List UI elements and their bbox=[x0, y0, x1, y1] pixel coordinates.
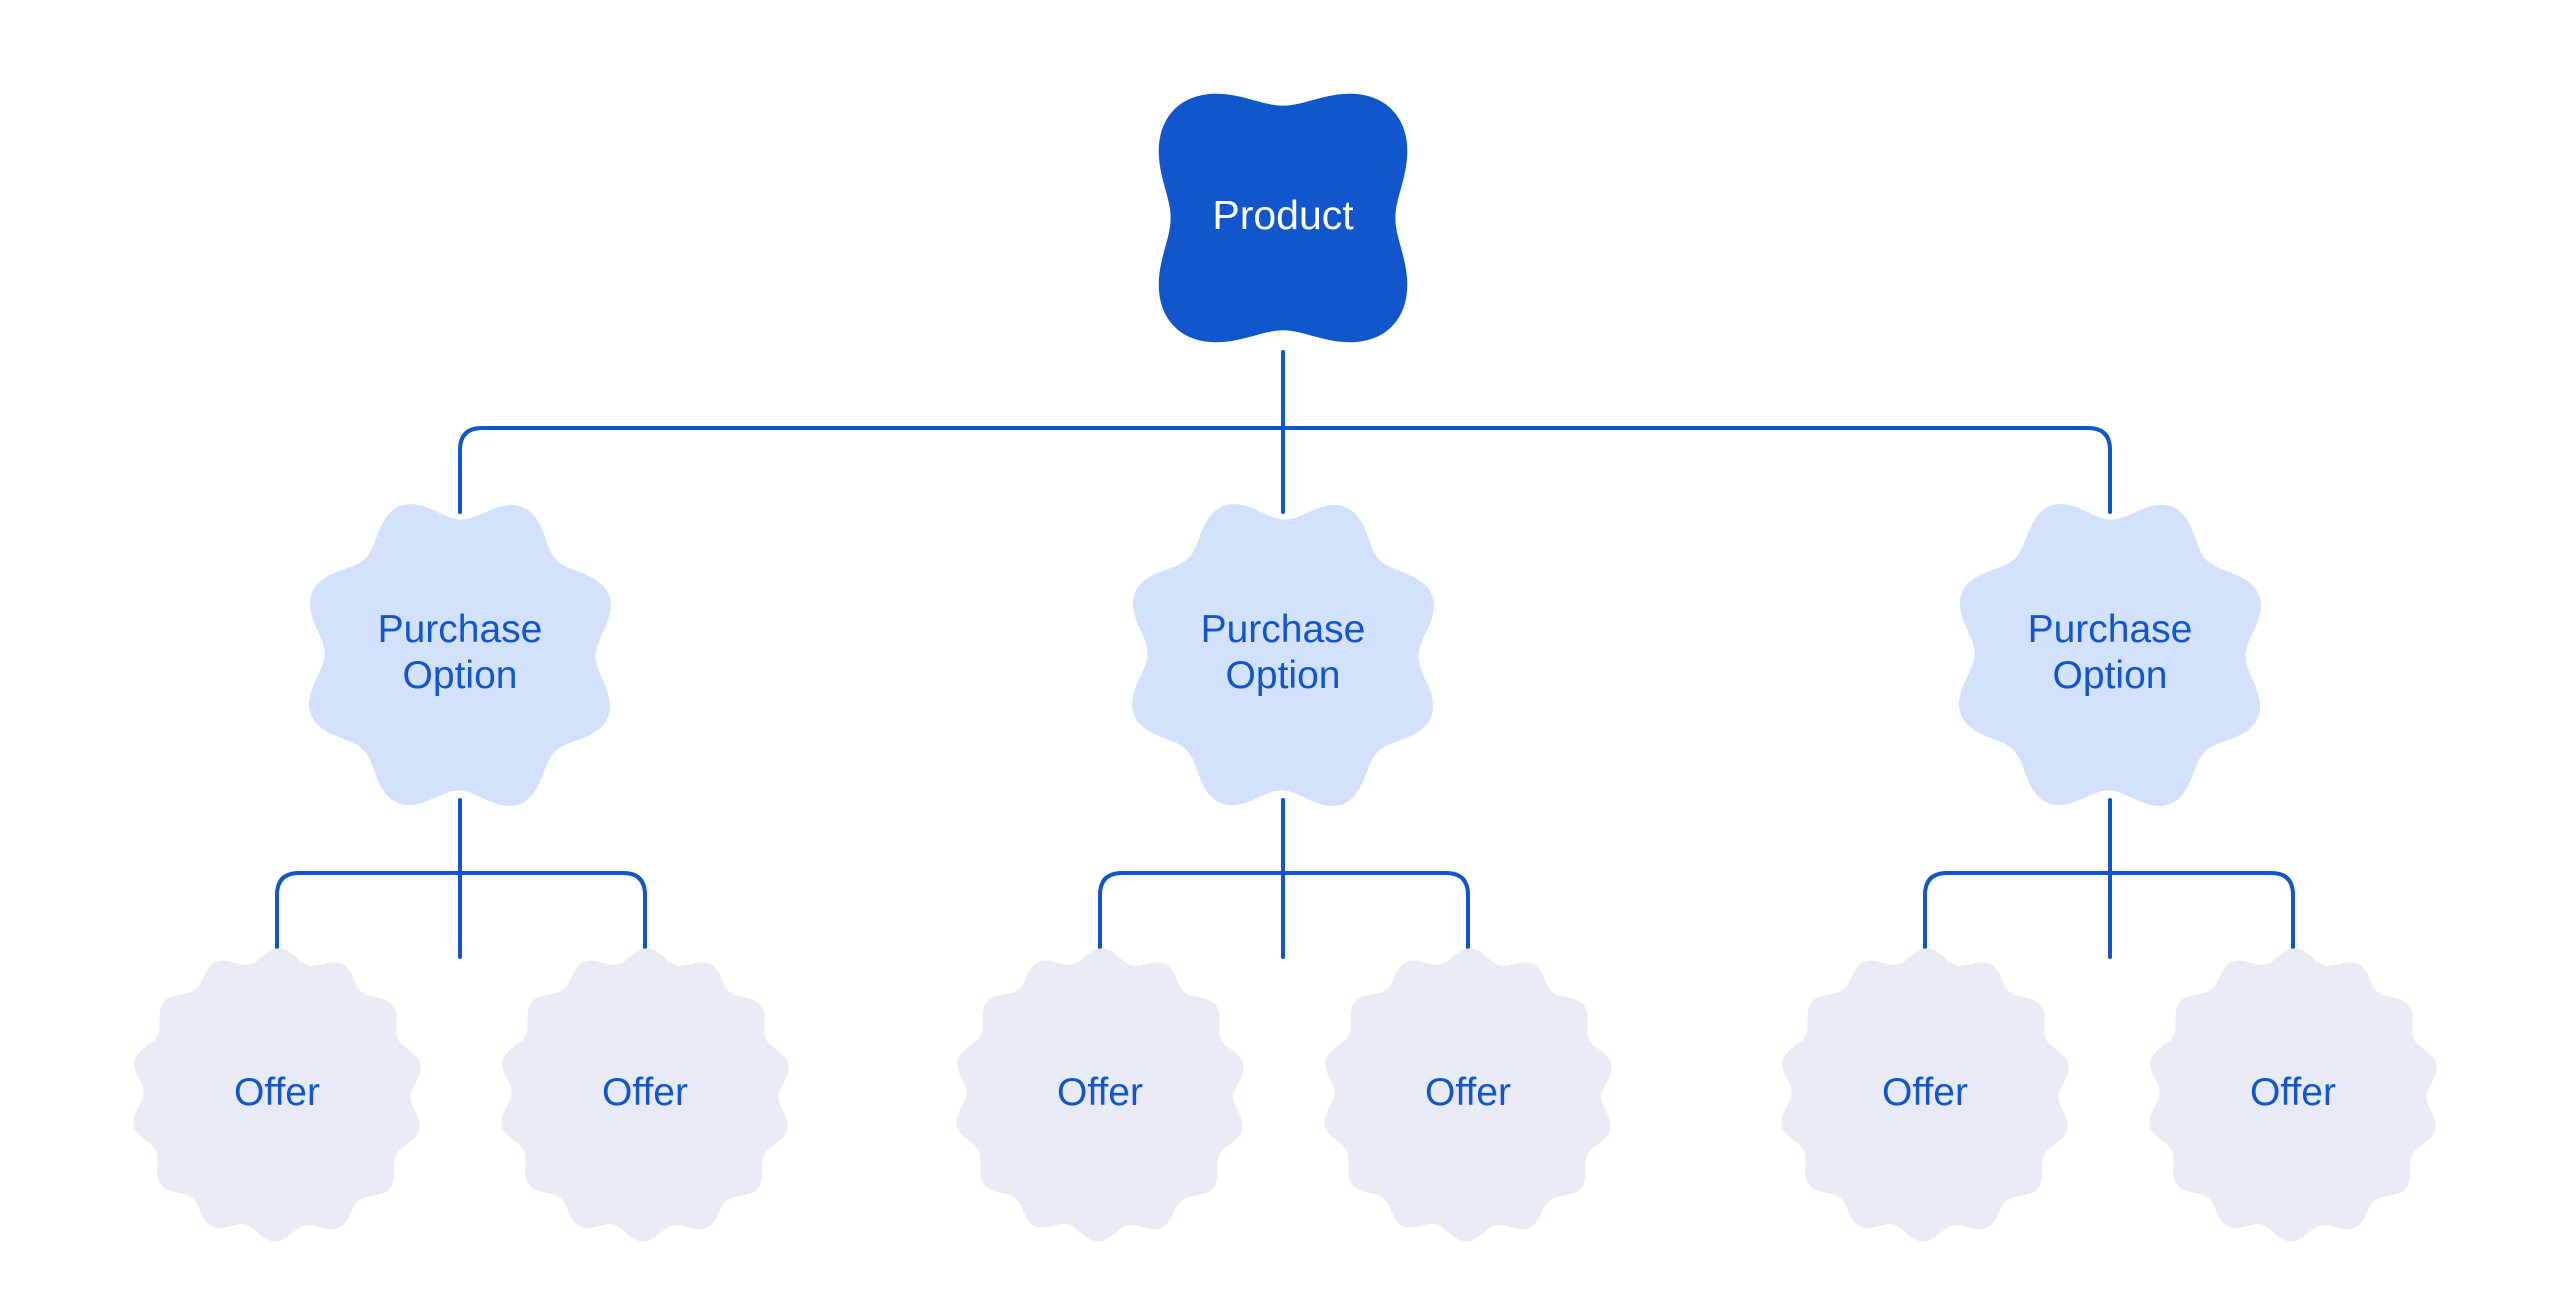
node-shape-offer-5 bbox=[1781, 948, 2069, 1242]
node-offer-1[interactable]: Offer bbox=[133, 948, 421, 1242]
connector-edge-bus-3-right bbox=[1281, 871, 1470, 959]
node-shape-offer-2 bbox=[501, 948, 789, 1242]
node-product-root[interactable]: Product bbox=[1158, 93, 1408, 343]
connector-layer bbox=[275, 350, 2295, 959]
connector-edge-bus-1-left bbox=[458, 426, 1285, 514]
connector-edge-bus-2-left bbox=[275, 871, 462, 959]
connector-edge-bus-1-right bbox=[1281, 426, 2112, 514]
node-shape-offer-4 bbox=[1324, 948, 1612, 1242]
node-shape-purchase-option-1 bbox=[309, 504, 611, 806]
node-shape-offer-6 bbox=[2149, 948, 2437, 1242]
node-shape-purchase-option-3 bbox=[1959, 504, 2261, 806]
node-offer-6[interactable]: Offer bbox=[2149, 948, 2437, 1242]
node-shape-purchase-option-2 bbox=[1132, 504, 1434, 806]
connector-edge-bus-2-right bbox=[458, 871, 647, 959]
node-shape-offer-3 bbox=[956, 948, 1244, 1242]
node-offer-2[interactable]: Offer bbox=[501, 948, 789, 1242]
node-offer-3[interactable]: Offer bbox=[956, 948, 1244, 1242]
connector-edge-bus-3-left bbox=[1098, 871, 1285, 959]
connector-edge-bus-4-left bbox=[1923, 871, 2112, 959]
node-shape-offer-1 bbox=[133, 948, 421, 1242]
node-shape-product-root bbox=[1158, 93, 1408, 343]
node-offer-5[interactable]: Offer bbox=[1781, 948, 2069, 1242]
connector-edge-bus-4-right bbox=[2108, 871, 2295, 959]
node-offer-4[interactable]: Offer bbox=[1324, 948, 1612, 1242]
